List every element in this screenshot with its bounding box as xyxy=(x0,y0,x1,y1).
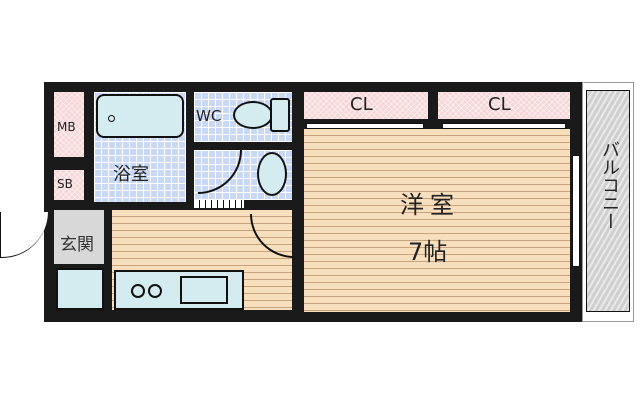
room-label-bathroom: 浴室 xyxy=(113,164,149,185)
ventilation-grille xyxy=(194,200,244,208)
room-western xyxy=(304,129,570,312)
room-label-balcony: バルコニー xyxy=(599,140,620,230)
room-label-closet-2: CL xyxy=(488,94,511,115)
room-label-western: 洋室 xyxy=(400,191,460,219)
room-sb xyxy=(54,170,84,200)
room-label-wc: WC xyxy=(196,107,222,125)
entrance-door[interactable] xyxy=(0,212,48,258)
room-label-entrance: 玄関 xyxy=(60,235,94,255)
room-label-mb: MB xyxy=(57,120,76,134)
balcony-window[interactable] xyxy=(572,155,580,267)
toilet-tank xyxy=(270,98,290,132)
washing-machine-space xyxy=(56,268,104,310)
bathtub-drain xyxy=(108,115,115,122)
sink xyxy=(180,276,228,304)
room-entrance xyxy=(54,210,104,264)
room-closet-2 xyxy=(438,92,570,119)
room-mb xyxy=(54,92,84,157)
room-balcony xyxy=(586,90,630,312)
room-size-western: 7帖 xyxy=(408,238,448,266)
room-label-closet-1: CL xyxy=(350,94,373,115)
stove-burner-1 xyxy=(131,284,145,298)
toilet-bowl xyxy=(233,101,273,129)
washbasin xyxy=(257,152,287,196)
room-label-sb: SB xyxy=(57,177,73,191)
closet-doors-2[interactable] xyxy=(442,123,566,129)
stove-burner-2 xyxy=(148,284,162,298)
room-closet-1 xyxy=(304,92,428,119)
closet-doors-1[interactable] xyxy=(306,123,424,129)
